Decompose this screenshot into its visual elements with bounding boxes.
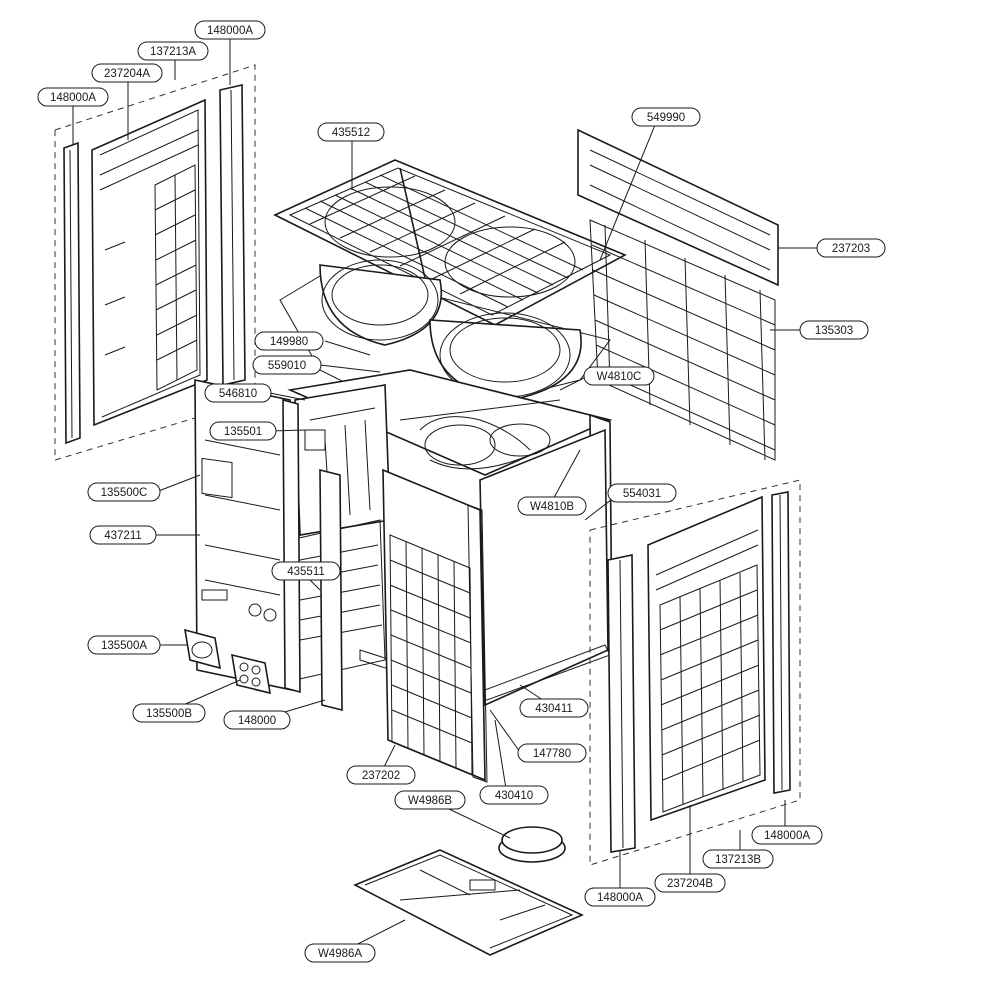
callout-label: 148000A [597,892,643,904]
callout-148000: 148000 [223,710,291,730]
callout-label: 554031 [623,488,661,500]
callout-437211: 437211 [89,525,157,545]
base-plate [353,849,584,956]
callout-135303: 135303 [799,320,869,340]
callout-546810: 546810 [204,383,272,403]
callout-430411: 430411 [519,698,589,718]
right-panel-grille [659,564,761,813]
callout-label: 148000A [207,25,253,37]
callout-label: 559010 [268,360,306,372]
callout-w4810c: W4810C [583,366,655,386]
callout-435512: 435512 [317,122,385,142]
callout-label: 149980 [270,336,308,348]
callout-label: 430410 [495,790,533,802]
callout-label: 435512 [332,127,370,139]
callout-148000a-top-left: 148000A [37,87,109,107]
callout-135500b: 135500B [132,703,206,723]
callout-430410: 430410 [479,785,549,805]
callout-label: 135500B [146,708,192,720]
callout-147780: 147780 [517,743,587,763]
callout-label: 137213A [150,46,196,58]
callout-label: W4810B [530,501,574,513]
callout-label: 135500C [101,487,148,499]
callout-label: 135303 [815,325,853,337]
rear-top-panel [577,128,779,287]
fan-assembly [279,259,611,421]
callout-559010: 559010 [252,355,322,375]
callout-label: 237204B [667,878,713,890]
front-door-panel [382,468,488,783]
callout-148000a-top: 148000A [194,20,266,40]
cover-135500b [231,653,271,695]
callout-label: 147780 [533,748,571,760]
left-side-panel-assembly [54,64,256,461]
callout-135500a: 135500A [87,635,161,655]
callout-label: 135500A [101,640,147,652]
callout-label: 135501 [224,426,262,438]
callout-label: 437211 [104,530,142,542]
callout-237204a: 237204A [91,63,163,83]
front-post [282,398,343,712]
callout-label: 430411 [535,703,573,715]
callout-549990: 549990 [631,107,701,127]
front-door-grille [389,534,473,776]
callout-148000a-right: 148000A [751,825,823,845]
left-panel-grille [154,164,198,391]
callout-label: 148000A [50,92,96,104]
callout-label: 148000 [238,715,276,727]
callout-237203: 237203 [816,238,886,258]
callout-label: 237204A [104,68,150,80]
callout-label: W4810C [597,371,642,383]
callout-554031: 554031 [607,483,677,503]
callout-149980: 149980 [254,331,324,351]
callout-137213b: 137213B [702,849,774,869]
callout-label: 435511 [287,566,325,578]
callout-label: 237202 [362,770,400,782]
callout-237204b: 237204B [654,873,726,893]
callout-label: 148000A [764,830,810,842]
drain-cap [498,826,566,863]
callout-237202: 237202 [346,765,416,785]
callout-137213a: 137213A [137,41,209,61]
callout-label: 237203 [832,243,870,255]
callout-w4986a: W4986A [304,943,376,963]
callout-label: 137213B [715,854,761,866]
callout-label: W4986B [408,795,452,807]
callout-135500c: 135500C [87,482,161,502]
callout-w4986b: W4986B [394,790,466,810]
callout-label: 546810 [219,388,257,400]
front-panel-left [194,379,293,691]
callout-label: W4986A [318,948,362,960]
callout-w4810b: W4810B [517,496,587,516]
callout-135501: 135501 [209,421,277,441]
callout-435511: 435511 [271,561,341,581]
cover-135500a [184,628,221,670]
right-side-panel-assembly [589,479,801,866]
callout-label: 549990 [647,112,685,124]
callout-148000a-bottom: 148000A [584,887,656,907]
